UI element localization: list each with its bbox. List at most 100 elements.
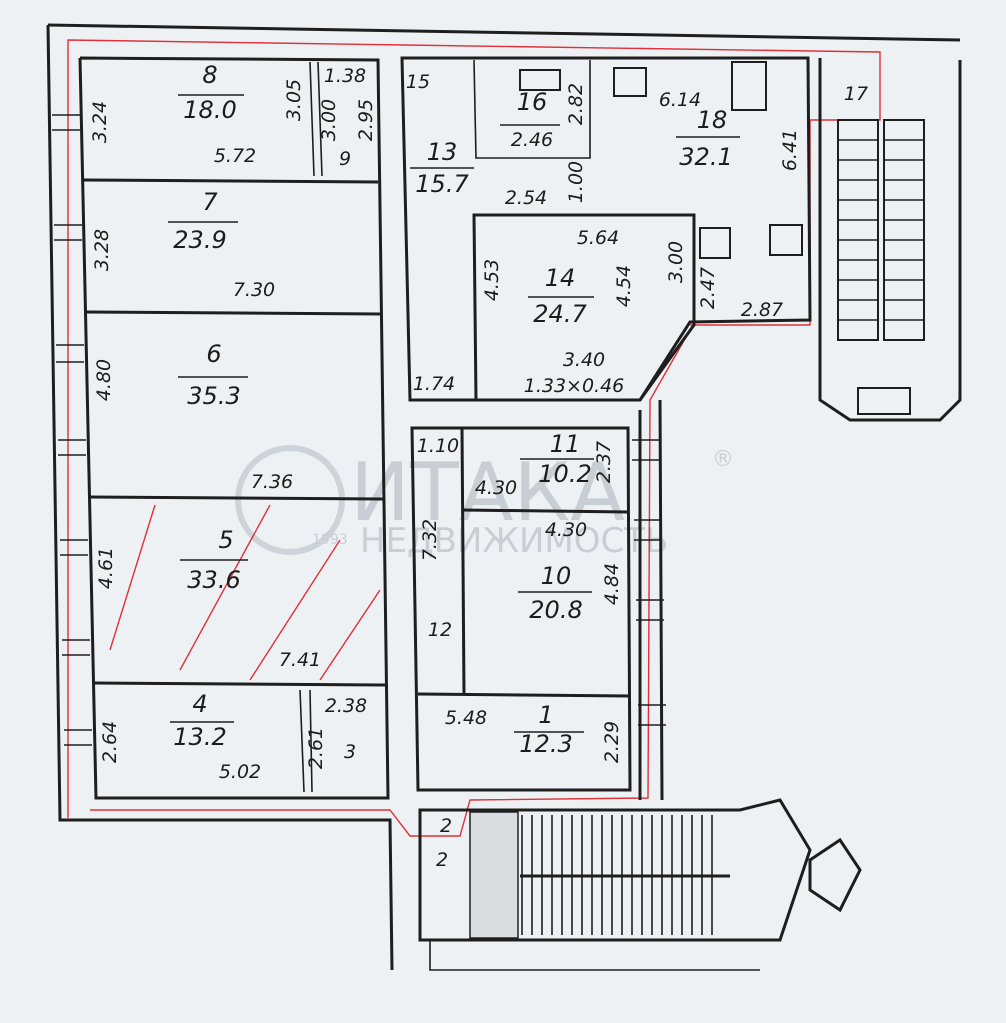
- dim-4-30-b: 4.30: [545, 519, 587, 541]
- dim-1-38: 1.38: [324, 65, 366, 87]
- dim-1-00: 1.00: [565, 161, 587, 203]
- room-area-18: 32.1: [679, 143, 732, 171]
- dim-4-54: 4.54: [613, 265, 635, 307]
- stair-landing-window: [857, 387, 911, 415]
- stove-icon: [613, 67, 647, 97]
- window-marks-right: [632, 439, 666, 726]
- room-area-10: 20.8: [529, 596, 582, 624]
- room-number-7: 7: [202, 188, 218, 216]
- toilet-icon: [519, 69, 561, 91]
- dim-2-38: 2.38: [325, 695, 367, 717]
- room-area-13: 15.7: [415, 170, 469, 198]
- dim-2-87: 2.87: [741, 299, 783, 321]
- area-underlines: [168, 94, 740, 733]
- dim-5-02: 5.02: [219, 761, 261, 783]
- room-number-14: 14: [545, 264, 576, 292]
- dim-7-30: 7.30: [233, 279, 275, 301]
- wall-room-16: [473, 59, 591, 159]
- dim-7-32: 7.32: [419, 519, 441, 561]
- stair-flight-right: [883, 119, 925, 341]
- wall-5-4: [93, 681, 387, 687]
- dim-3-05: 3.05: [283, 79, 305, 121]
- room-area-1: 12.3: [519, 730, 572, 758]
- boundary-line-inner: [90, 329, 691, 837]
- wall-misc: [429, 60, 809, 971]
- stair-well: [469, 811, 519, 939]
- room-number-16: 16: [517, 88, 548, 116]
- dim-1-10: 1.10: [417, 435, 459, 457]
- room-number-17: 17: [844, 83, 868, 105]
- stove-icon-3: [769, 224, 803, 256]
- boundary-lines: [67, 39, 881, 837]
- dim-2-82: 2.82: [565, 83, 587, 125]
- room-number-15: 15: [406, 71, 430, 93]
- fraction-bars: [168, 94, 740, 733]
- dim-4-84: 4.84: [601, 563, 623, 605]
- room-area-14: 24.7: [533, 300, 587, 328]
- room-number-8: 8: [202, 61, 217, 89]
- room-number-12: 12: [428, 619, 452, 641]
- stair-flight-left: [837, 119, 879, 341]
- dim-3-00: 3.00: [318, 99, 340, 141]
- wall-kitchen-block: [400, 56, 812, 402]
- dim-1-33x0-46: 1.33×0.46: [524, 375, 625, 397]
- room-number-5: 5: [218, 526, 233, 554]
- room-number-11: 11: [550, 430, 581, 458]
- stairs-bottom: [469, 811, 730, 939]
- dim-3-40: 3.40: [563, 349, 605, 371]
- watermark: ИТАКА НЕДВИЖИМОСТЬ 1993 ®: [235, 445, 734, 561]
- wall-left: [46, 24, 394, 971]
- walls: [46, 23, 962, 971]
- room-area-8: 18.0: [183, 96, 236, 124]
- room-number-2b: 2: [436, 849, 448, 871]
- dim-2-64: 2.64: [99, 721, 121, 763]
- dim-3-00-b: 3.00: [665, 241, 687, 283]
- room-number-9: 9: [339, 148, 351, 170]
- room-number-10: 10: [541, 562, 572, 590]
- wall-corridor-12: [460, 427, 466, 695]
- kitchen-fixtures: [519, 61, 803, 259]
- boundary-line-outer: [67, 39, 881, 818]
- wall-10-1: [417, 692, 631, 698]
- dim-4-30: 4.30: [475, 477, 517, 499]
- dim-2-54: 2.54: [505, 187, 547, 209]
- dim-1-74: 1.74: [413, 373, 455, 395]
- wall-7-6: [85, 310, 381, 316]
- room-area-6: 35.3: [187, 382, 240, 410]
- stair-treads-top: [838, 139, 924, 321]
- dim-2-95: 2.95: [355, 99, 377, 141]
- watermark-registered: ®: [712, 447, 734, 472]
- dim-6-14: 6.14: [659, 89, 701, 111]
- windows: [52, 114, 666, 746]
- room-area-5: 33.6: [187, 566, 240, 594]
- room-number-6: 6: [206, 340, 221, 368]
- room-number-18: 18: [697, 106, 728, 134]
- room-area-7: 23.9: [173, 226, 226, 254]
- dim-2-29: 2.29: [601, 721, 623, 763]
- dim-5-64: 5.64: [577, 227, 619, 249]
- dimension-labels: 3.24 5.72 3.05 1.38 3.00 2.95 3.28 7.30 …: [89, 65, 801, 783]
- wall-stair-porch: [808, 837, 862, 913]
- dim-5-72: 5.72: [214, 145, 256, 167]
- dim-5-48: 5.48: [445, 707, 487, 729]
- room-area-4: 13.2: [173, 723, 226, 751]
- wall-6-5: [89, 495, 385, 501]
- hatch-lines-room-5: [109, 504, 381, 681]
- room-area-16: 2.46: [511, 129, 553, 151]
- dim-4-53: 4.53: [481, 259, 503, 301]
- room-number-1: 1: [538, 701, 553, 729]
- dim-3-28: 3.28: [91, 229, 113, 271]
- room-labels: 8 18.0 9 7 23.9 6 35.3 5 33.6 4 13.2 3 1…: [173, 61, 868, 871]
- wall-stair-top: [818, 58, 962, 422]
- dim-4-61: 4.61: [95, 547, 117, 589]
- room-number-4: 4: [192, 690, 207, 718]
- watermark-subtitle: НЕДВИЖИМОСТЬ: [360, 521, 668, 561]
- wall-room-14: [472, 213, 696, 402]
- dim-7-36: 7.36: [251, 471, 293, 493]
- wall-11-10: [461, 508, 629, 514]
- dim-3-24: 3.24: [89, 101, 111, 143]
- stairs-top: [837, 119, 925, 415]
- room-number-13: 13: [427, 138, 458, 166]
- wall-stair-bottom: [418, 798, 812, 942]
